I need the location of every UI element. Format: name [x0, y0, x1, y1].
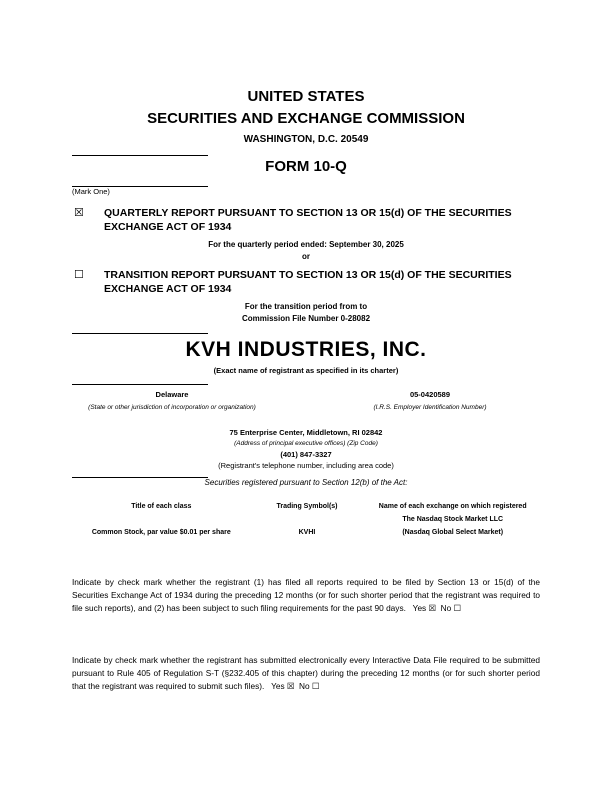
unchecked-box-icon: ☐ — [74, 269, 84, 281]
column-header-symbol: Trading Symbol(s) — [276, 503, 338, 510]
security-title: Common Stock, par value $0.01 per share — [91, 529, 231, 536]
transition-period: For the transition period from to — [244, 302, 368, 311]
or-label: or — [302, 252, 310, 261]
form-title: FORM 10-Q — [265, 158, 347, 175]
divider — [72, 477, 208, 478]
divider — [72, 186, 208, 187]
mark-one-label: (Mark One) — [72, 187, 110, 196]
phone-caption: (Registrant's telephone number, includin… — [218, 461, 394, 470]
securities-heading: Securities registered pursuant to Sectio… — [204, 478, 408, 487]
exchange-tier: (Nasdaq Global Select Market) — [402, 529, 504, 536]
header-united-states: UNITED STATES — [247, 88, 365, 105]
phone-number: (401) 847-3327 — [280, 450, 332, 459]
no-unchecked-option: No ☐ — [440, 603, 461, 613]
ein-number: 05-0420589 — [409, 390, 451, 399]
quarterly-period: For the quarterly period ended: Septembe… — [208, 240, 404, 249]
quarterly-report-label: QUARTERLY REPORT PURSUANT TO SECTION 13 … — [104, 207, 512, 233]
state-caption: (State or other jurisdiction of incorpor… — [88, 404, 256, 411]
exchange-name: The Nasdaq Stock Market LLC — [402, 516, 504, 523]
column-header-exchange: Name of each exchange on which registere… — [378, 503, 527, 510]
yes-checked-option: Yes ☒ — [412, 603, 436, 613]
table-header-row: Title of each class Trading Symbol(s) Na… — [72, 500, 542, 513]
securities-table: Title of each class Trading Symbol(s) Na… — [72, 500, 542, 539]
registrant-name: KVH INDUSTRIES, INC. — [185, 338, 427, 361]
trading-symbol: KVHI — [298, 529, 316, 536]
no-unchecked-option: No ☐ — [298, 681, 320, 691]
commission-file-number: Commission File Number 0-28082 — [241, 314, 371, 323]
table-row: The Nasdaq Stock Market LLC — [72, 513, 542, 526]
yes-checked-option: Yes ☒ — [271, 681, 295, 691]
paragraph-text: Indicate by check mark whether the regis… — [72, 655, 540, 691]
divider — [72, 333, 208, 334]
transition-report-label: TRANSITION REPORT PURSUANT TO SECTION 13… — [104, 269, 512, 295]
paragraph-text: Indicate by check mark whether the regis… — [72, 577, 540, 613]
quarterly-report-option: ☒ QUARTERLY REPORT PURSUANT TO SECTION 1… — [74, 206, 554, 234]
address: 75 Enterprise Center, Middletown, RI 028… — [229, 428, 383, 437]
ein-caption: (I.R.S. Employer Identification Number) — [373, 404, 487, 411]
checked-box-icon: ☒ — [74, 207, 84, 219]
table-row: Common Stock, par value $0.01 per share … — [72, 526, 542, 539]
registrant-name-caption: (Exact name of registrant as specified i… — [213, 366, 399, 375]
interactive-data-paragraph: Indicate by check mark whether the regis… — [72, 654, 540, 693]
header-sec: SECURITIES AND EXCHANGE COMMISSION — [147, 110, 465, 127]
divider — [72, 155, 208, 156]
header-location: WASHINGTON, D.C. 20549 — [243, 134, 369, 145]
state-of-incorporation: Delaware — [155, 390, 189, 399]
address-caption: (Address of principal executive offices)… — [234, 440, 378, 447]
divider — [72, 384, 208, 385]
column-header-title: Title of each class — [131, 503, 192, 510]
filing-requirements-paragraph: Indicate by check mark whether the regis… — [72, 576, 540, 615]
transition-report-option: ☐ TRANSITION REPORT PURSUANT TO SECTION … — [74, 268, 554, 296]
